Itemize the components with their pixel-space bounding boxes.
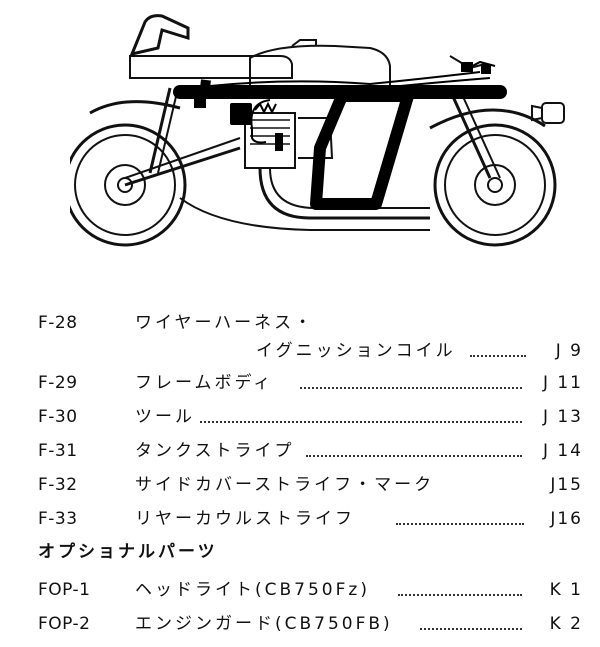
item-page: J 9 <box>555 341 583 361</box>
leader-dots <box>470 327 526 357</box>
leader-dots <box>306 427 522 457</box>
item-code: F-29 <box>38 373 78 393</box>
leader-dots <box>398 566 522 596</box>
item-code: FOP-2 <box>38 614 91 634</box>
item-name: フレームボディ <box>135 373 274 393</box>
item-name-continued: イグニッションコイル <box>256 341 456 361</box>
ignition-coil <box>230 101 283 151</box>
item-code: FOP-1 <box>38 580 91 600</box>
item-page: J 13 <box>542 407 583 427</box>
item-name: ヘッドライト(CB750Fz) <box>135 580 370 600</box>
item-page: K 2 <box>549 614 583 634</box>
list-item: F-28 ワイヤーハーネス・ イグニッションコイル J 9 <box>38 308 583 361</box>
item-code: F-32 <box>38 475 78 495</box>
item-name: タンクストライプ <box>135 441 295 461</box>
list-item: F-30 ツール J 13 <box>38 402 583 432</box>
item-code: F-33 <box>38 509 78 529</box>
item-page: J 14 <box>542 441 583 461</box>
list-item: F-33 リヤーカウルストライフ J16 <box>38 504 583 534</box>
item-name: エンジンガード(CB750FB) <box>135 614 393 634</box>
item-page: J 11 <box>542 373 583 393</box>
section-heading: オプショナルパーツ <box>38 542 218 562</box>
leader-dots <box>396 495 524 525</box>
rear-wheel-tire <box>70 123 187 247</box>
list-item: F-29 フレームボディ J 11 <box>38 368 583 398</box>
list-item: FOP-2 エンジンガード(CB750FB) K 2 <box>38 609 583 639</box>
item-code: F-31 <box>38 441 78 461</box>
wire-harness <box>209 60 496 144</box>
rear-wheel-rim <box>74 134 176 236</box>
leader-dots <box>420 600 522 630</box>
list-item: F-32 サイドカバーストライフ・マーク J15 <box>38 470 583 500</box>
item-name: ワイヤーハーネス・ <box>135 313 315 333</box>
front-wheel-tire <box>433 123 557 247</box>
item-name: ツール <box>135 407 195 427</box>
item-page: K 1 <box>549 580 583 600</box>
item-code: F-28 <box>38 313 78 333</box>
front-wheel-rim <box>444 134 546 236</box>
leader-dots <box>300 359 522 389</box>
item-name: サイドカバーストライフ・マーク <box>135 475 435 495</box>
item-name: リヤーカウルストライフ <box>135 509 355 529</box>
item-code: F-30 <box>38 407 78 427</box>
highlighted-frame <box>173 79 507 210</box>
list-item: F-31 タンクストライプ J 14 <box>38 436 583 466</box>
motorcycle-frame-illustration <box>70 14 565 247</box>
leader-dots <box>200 393 522 423</box>
list-item: FOP-1 ヘッドライト(CB750Fz) K 1 <box>38 575 583 605</box>
item-page: J15 <box>550 475 583 495</box>
item-page: J16 <box>550 509 583 529</box>
